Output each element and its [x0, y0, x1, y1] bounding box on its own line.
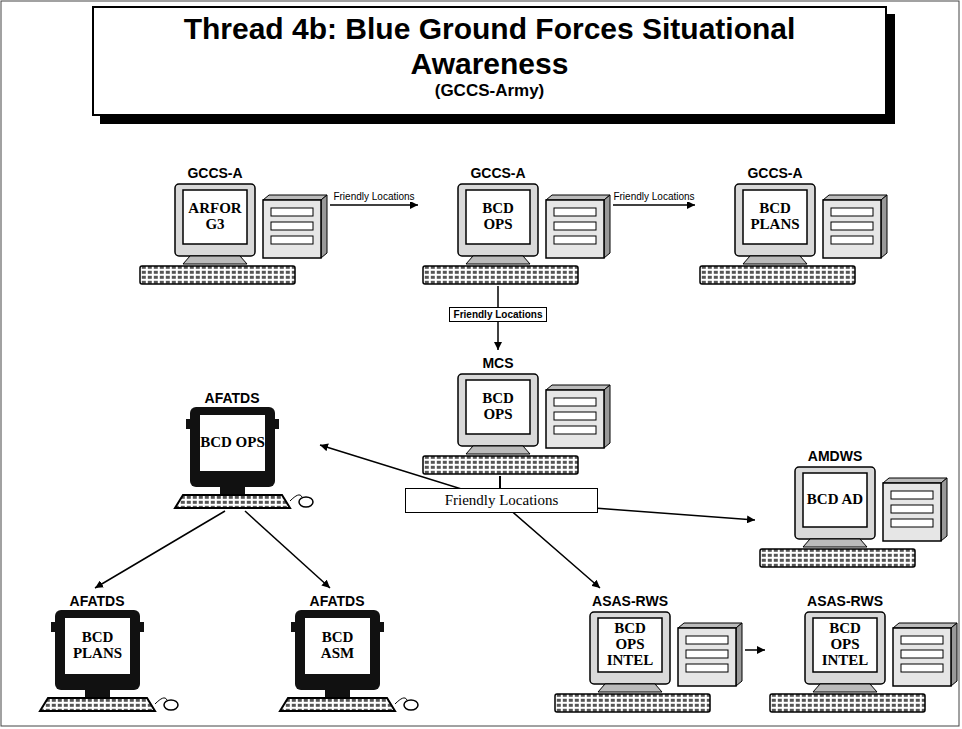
system-name: ASAS-RWS	[775, 593, 915, 609]
screen-label: BCD OPS INTEL	[598, 618, 662, 672]
edge-label: Friendly Locations	[331, 191, 416, 202]
screen-label: BCD AD	[803, 473, 867, 527]
computer-node: AMDWS BCD AD	[755, 443, 950, 569]
system-name: AFATDS	[27, 593, 167, 609]
screen-label: BCD OPS	[466, 190, 530, 244]
flow-label: Friendly Locations	[405, 488, 598, 513]
system-name: GCCS-A	[705, 165, 845, 181]
edge-label: Friendly Locations	[449, 307, 548, 322]
computer-node: AFATDS BCD ASM	[255, 588, 425, 714]
system-name: GCCS-A	[428, 165, 568, 181]
computer-node: GCCS-A ARFOR G3	[135, 160, 330, 286]
title-box: Thread 4b: Blue Ground Forces Situationa…	[92, 6, 887, 116]
computer-icon	[418, 350, 613, 476]
computer-node: AFATDS BCD OPS	[150, 385, 320, 511]
system-name: MCS	[428, 355, 568, 371]
computer-node: GCCS-A BCD PLANS	[695, 160, 890, 286]
computer-node: ASAS-RWS BCD OPS INTEL	[765, 588, 960, 714]
screen-label: ARFOR G3	[183, 190, 247, 244]
system-name: AFATDS	[162, 390, 302, 406]
screen-label: BCD OPS	[466, 380, 530, 434]
system-name: GCCS-A	[145, 165, 285, 181]
connector-arrow	[330, 204, 418, 206]
computer-node: MCS BCD OPS	[418, 350, 613, 476]
connector-arrow	[245, 511, 330, 588]
screen-label: BCD ASM	[305, 618, 370, 674]
screen-label: BCD PLANS	[65, 618, 130, 674]
screen-label: BCD OPS	[200, 415, 265, 471]
computer-node: AFATDS BCD PLANS	[15, 588, 185, 714]
connector-arrow	[745, 649, 765, 651]
system-name: AMDWS	[765, 448, 905, 464]
subtitle: (GCCS-Army)	[94, 81, 885, 101]
system-name: ASAS-RWS	[560, 593, 700, 609]
connector-arrow	[613, 204, 695, 206]
title: Thread 4b: Blue Ground Forces Situationa…	[94, 12, 885, 81]
system-name: AFATDS	[267, 593, 407, 609]
connector-arrow	[95, 511, 225, 588]
computer-node: ASAS-RWS BCD OPS INTEL	[550, 588, 745, 714]
computer-node: GCCS-A BCD OPS	[418, 160, 613, 286]
screen-label: BCD OPS INTEL	[813, 618, 877, 672]
edge-label: Friendly Locations	[611, 191, 696, 202]
screen-label: BCD PLANS	[743, 190, 807, 244]
